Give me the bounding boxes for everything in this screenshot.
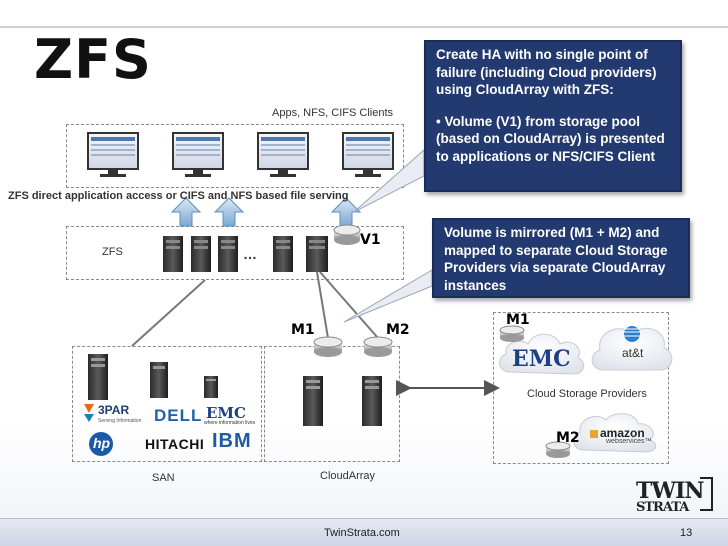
- emc-cloud-text: EMC: [512, 346, 571, 372]
- footer-site: TwinStrata.com: [324, 527, 400, 539]
- m1-cloud-disk-icon: [499, 325, 525, 342]
- san-server-3: [204, 376, 218, 398]
- zfs-server-3: [218, 236, 238, 272]
- dell-text: DELL: [154, 406, 203, 425]
- logo-text-strata: STRATA: [636, 500, 689, 515]
- m2-disk-icon: [363, 336, 393, 357]
- up-arrow-3: [330, 197, 362, 227]
- m2-cloud-disk-icon: [545, 441, 571, 458]
- callout-top-text-2: • Volume (V1) from storage pool (based o…: [436, 113, 665, 164]
- twinstrata-logo: TWIN STRATA: [636, 478, 704, 515]
- zfs-server-2: [191, 236, 211, 272]
- clients-box: [66, 124, 404, 188]
- top-rule: [0, 26, 728, 28]
- m1-cloud-label: M1: [506, 312, 530, 328]
- zfs-server-1: [163, 236, 183, 272]
- zfs-server-4: [273, 236, 293, 272]
- up-arrow-1: [170, 197, 202, 227]
- san-server-1: [88, 354, 108, 400]
- emc-san-text: EMC: [206, 404, 246, 422]
- m1-label: M1: [291, 322, 315, 338]
- cloudarray-server-2: [362, 376, 382, 426]
- client-monitor-4: [342, 132, 394, 177]
- san-label: SAN: [152, 472, 175, 484]
- emc-san-subtext: where information lives: [204, 420, 256, 426]
- logo-text-twin: TWIN: [636, 478, 704, 504]
- m1-disk-icon: [313, 336, 343, 357]
- zfs-server-5: [306, 236, 328, 272]
- 3par-subtext: Serving Information: [98, 418, 142, 424]
- amazon-text: amazon: [600, 426, 645, 440]
- twinstrata-logo-mark: [700, 477, 713, 511]
- hp-text: hp: [93, 435, 111, 451]
- att-text: at&t: [622, 346, 644, 360]
- link-zfs-m2: [319, 271, 379, 339]
- zfs-ellipsis: …: [243, 246, 257, 262]
- v1-disk-icon: [333, 224, 361, 245]
- callout-bottom-text: Volume is mirrored (M1 + M2) and mapped …: [444, 225, 668, 293]
- hitachi-text: HITACHI: [145, 436, 205, 452]
- m2-label: M2: [386, 322, 410, 338]
- amazon-cloud: [573, 413, 657, 453]
- cloudarray-server-1: [303, 376, 323, 426]
- emc-cloud: [499, 333, 585, 375]
- cloudarray-label: CloudArray: [320, 470, 376, 482]
- page-number: 13: [680, 527, 693, 539]
- client-monitor-3: [257, 132, 309, 177]
- link-san-zfs: [131, 279, 206, 347]
- callout-top-text-1: Create HA with no single point of failur…: [436, 47, 657, 97]
- cloud-providers-label: Cloud Storage Providers: [527, 388, 647, 400]
- link-zfs-m1: [316, 271, 329, 339]
- san-box: [72, 346, 262, 462]
- callout-bottom: Volume is mirrored (M1 + M2) and mapped …: [432, 218, 690, 298]
- clients-label: Apps, NFS, CIFS Clients: [272, 107, 394, 119]
- client-monitor-2: [172, 132, 224, 177]
- amazon-subtext: webservices™: [606, 438, 652, 445]
- 3par-logo: [84, 404, 94, 422]
- m2-cloud-label: M2: [556, 430, 580, 446]
- callout-top: Create HA with no single point of failur…: [424, 40, 682, 192]
- ibm-text: IBM: [212, 430, 252, 452]
- att-cloud: [591, 326, 673, 371]
- client-monitor-1: [87, 132, 139, 177]
- slide-title: ZFS: [34, 28, 152, 91]
- access-label: ZFS direct application access or CIFS an…: [8, 190, 349, 202]
- zfs-label: ZFS: [102, 246, 123, 258]
- san-server-2: [150, 362, 168, 398]
- footer-bar: [0, 518, 728, 546]
- up-arrow-2: [213, 197, 245, 227]
- v1-label: V1: [360, 232, 381, 248]
- hp-logo: [89, 432, 113, 456]
- callout-bottom-pointer: [343, 269, 433, 323]
- 3par-text: 3PAR: [98, 403, 130, 417]
